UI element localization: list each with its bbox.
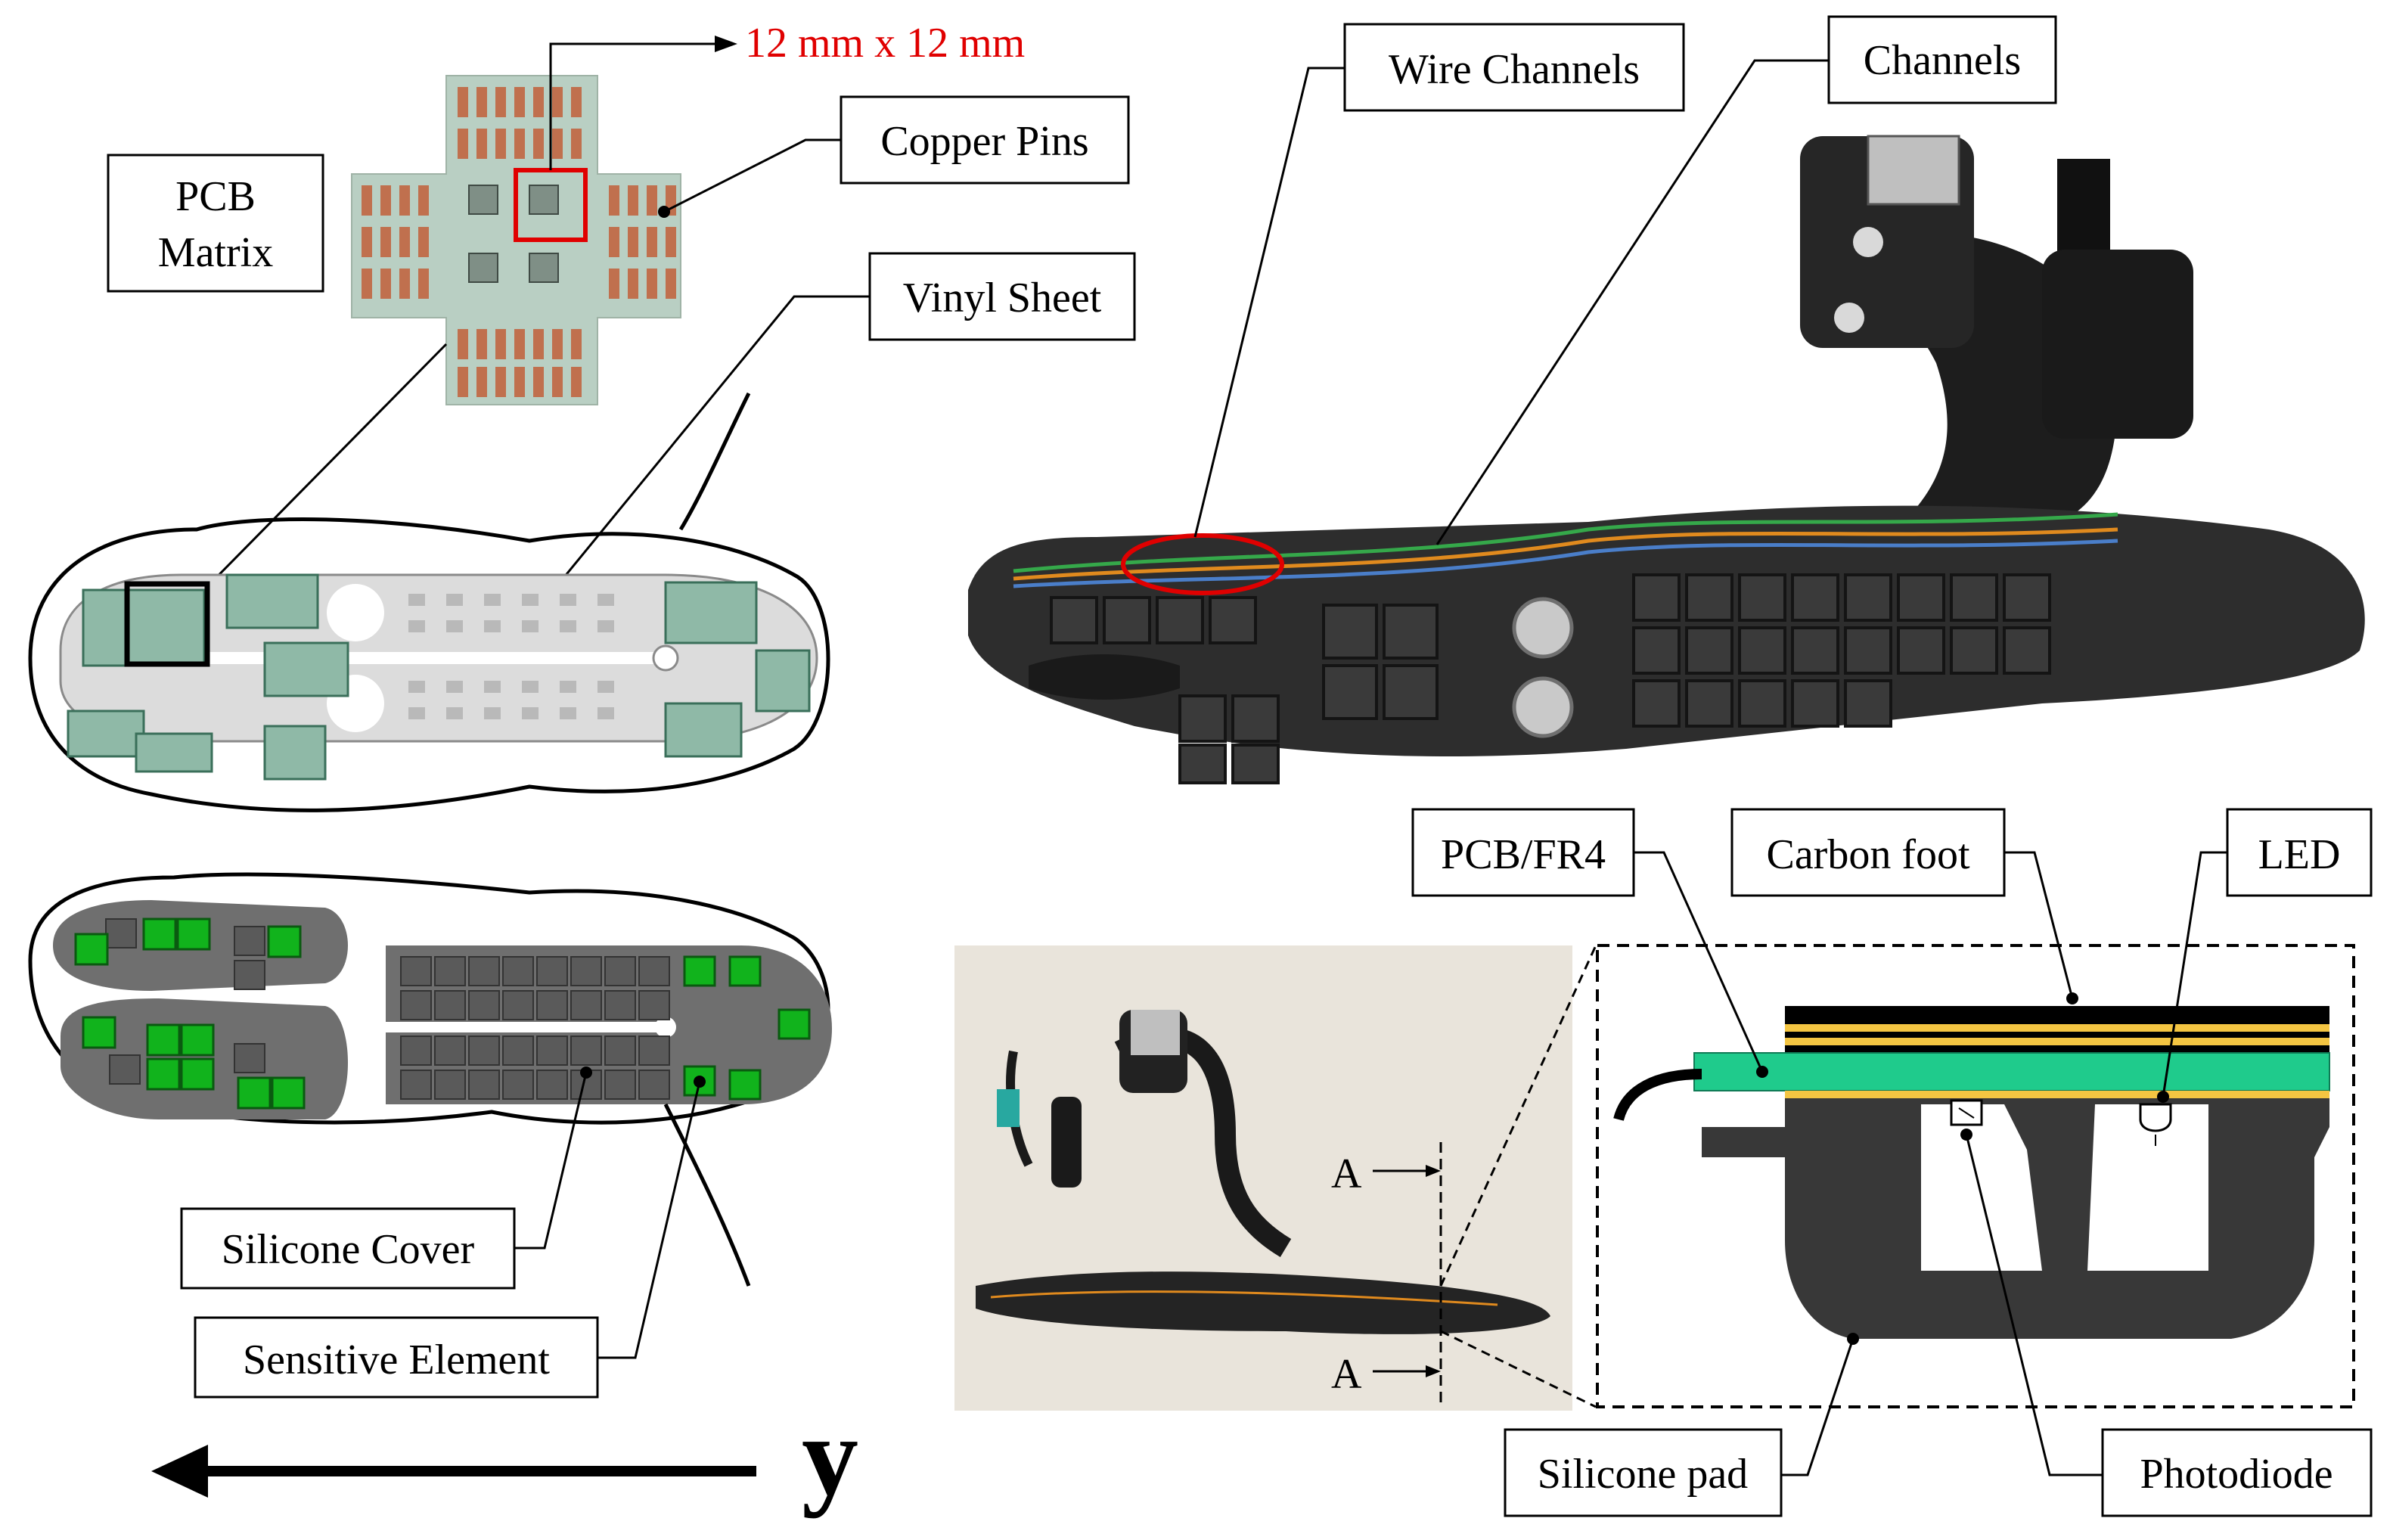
carbon-foot-label: Carbon foot — [1730, 808, 2074, 999]
wire-channels-label: Wire Channels — [1193, 23, 1685, 538]
silicone-pad-label: Silicone pad — [1504, 1338, 1854, 1517]
svg-text:Channels: Channels — [1864, 37, 2021, 84]
led-label: LED — [2162, 808, 2373, 1098]
matrix-to-insole-leader — [188, 343, 448, 607]
carbon-foot-layer — [1785, 1006, 2329, 1024]
pcb-fr4-layer — [1693, 1052, 2330, 1091]
sensitive-element-label: Sensitive Element — [194, 1081, 701, 1399]
wire-channel-highlight — [1121, 533, 1284, 595]
svg-text:Silicone Cover: Silicone Cover — [222, 1226, 475, 1273]
insole-matrix-marker — [124, 581, 210, 667]
prosthetic-foot-photo — [968, 135, 2365, 784]
y-axis-label: y — [802, 1393, 858, 1519]
svg-text:Sensitive Element: Sensitive Element — [243, 1337, 550, 1383]
svg-text:Matrix: Matrix — [158, 229, 273, 276]
led-symbol — [2139, 1103, 2172, 1146]
cross-section-diagram — [1596, 944, 2355, 1408]
insole-pcb-modules — [67, 573, 811, 781]
svg-text:PCB/FR4: PCB/FR4 — [1441, 831, 1606, 878]
pcb-matrix-image — [351, 75, 681, 405]
foot-side-photo: A A — [954, 945, 1572, 1411]
dimension-callout: 12 mm x 12 mm — [549, 20, 1025, 170]
pcb-fr4-label: PCB/FR4 — [1411, 808, 1764, 1073]
vinyl-sheet-cells — [408, 594, 614, 719]
projection-line-bottom — [1440, 1330, 1597, 1408]
svg-text:PCB: PCB — [175, 173, 256, 220]
dimension-label: 12 mm x 12 mm — [745, 20, 1025, 67]
photodiode-symbol — [1950, 1099, 1983, 1126]
svg-text:LED: LED — [2258, 831, 2341, 878]
silicone-pad-shape — [1702, 1098, 2329, 1339]
insole-pcb-view — [28, 392, 830, 812]
svg-text:Wire Channels: Wire Channels — [1389, 46, 1640, 93]
svg-text:Photodiode: Photodiode — [2140, 1451, 2332, 1498]
insole-silicone-view — [28, 872, 832, 1287]
center-components — [468, 185, 559, 283]
svg-text:Silicone pad: Silicone pad — [1538, 1451, 1748, 1498]
projection-line-top — [1439, 945, 1597, 1287]
copper-pins-label: Copper Pins — [658, 95, 1130, 218]
pcb-matrix-label: PCB Matrix — [107, 154, 324, 293]
copper-pad-grid — [362, 87, 676, 397]
channels-label: Channels — [1435, 15, 2057, 545]
sensitive-element-cells — [74, 917, 811, 1110]
sole-rubber-cells — [1050, 573, 2051, 784]
silicone-cover-cells — [105, 918, 670, 1100]
svg-text:Vinyl Sheet: Vinyl Sheet — [903, 275, 1102, 321]
y-axis-arrow: y — [151, 1393, 858, 1519]
section-a-bottom: A — [1331, 1351, 1362, 1398]
svg-text:Carbon foot: Carbon foot — [1766, 831, 1970, 878]
photodiode-label: Photodiode — [1965, 1134, 2373, 1517]
silicone-cover-label: Silicone Cover — [180, 1072, 588, 1290]
vinyl-sheet-label: Vinyl Sheet — [486, 252, 1136, 672]
section-a-top: A — [1331, 1150, 1362, 1197]
svg-text:Copper Pins: Copper Pins — [880, 118, 1088, 165]
